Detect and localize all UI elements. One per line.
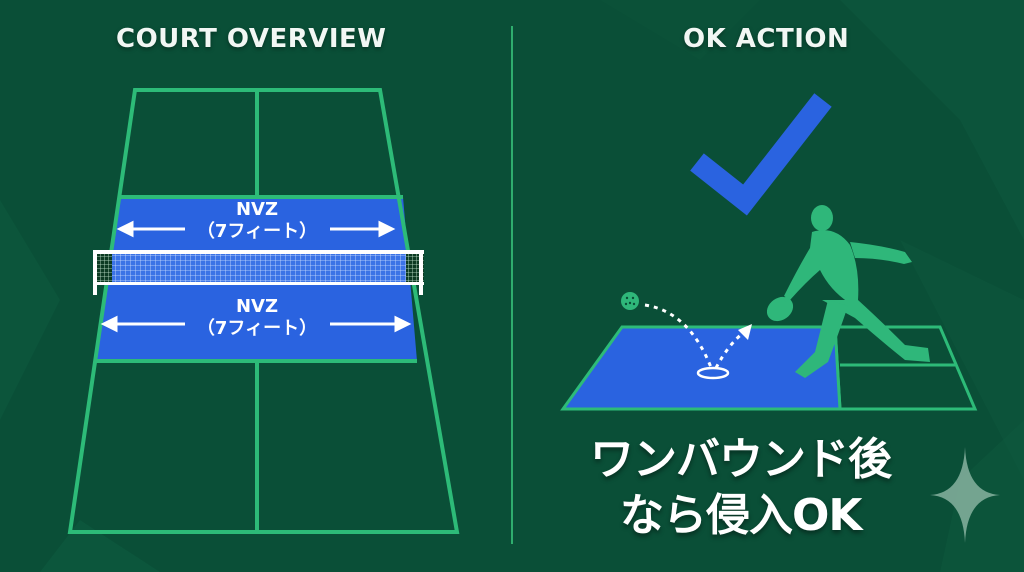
bg-facet: [0, 200, 60, 420]
ok-action-title: OK ACTION: [683, 24, 850, 54]
width-arrow-top: [116, 220, 396, 238]
sparkle-icon: [930, 447, 1000, 543]
nvz-label-bottom-distance: （7フィート）: [196, 318, 318, 339]
bounce-marker: [696, 366, 730, 380]
ball-trajectory-in: [644, 303, 714, 371]
bg-facet: [40, 520, 160, 572]
net: [93, 250, 424, 295]
court-diagram: [67, 88, 460, 534]
bg-facet: [600, 0, 760, 60]
rule-caption-line2: なら侵入OK: [620, 490, 863, 541]
pickleball-icon: [621, 292, 639, 310]
nvz-label-bottom: NVZ （7フィート）: [157, 296, 357, 340]
nvz-label-bottom-name: NVZ: [235, 296, 279, 317]
mini-nvz-zone: [560, 325, 842, 411]
bg-facet: [900, 240, 1024, 480]
nvz-label-top-name: NVZ: [235, 199, 279, 220]
court-overview-title: COURT OVERVIEW: [116, 24, 387, 54]
panel-divider: [511, 26, 513, 544]
check-icon: [690, 93, 832, 216]
width-arrow-bottom: [100, 315, 412, 333]
nvz-label-top: NVZ （7フィート）: [157, 199, 357, 243]
rule-caption: ワンバウンド後 なら侵入OK: [590, 432, 892, 544]
player-silhouette: [766, 205, 930, 378]
court-outline: [67, 88, 460, 534]
rule-caption-line1: ワンバウンド後: [590, 434, 892, 485]
mini-court: [560, 325, 978, 411]
trajectory-arrowhead: [738, 324, 752, 340]
bg-facet: [840, 0, 1024, 240]
nvz-label-top-distance: （7フィート）: [196, 221, 318, 242]
